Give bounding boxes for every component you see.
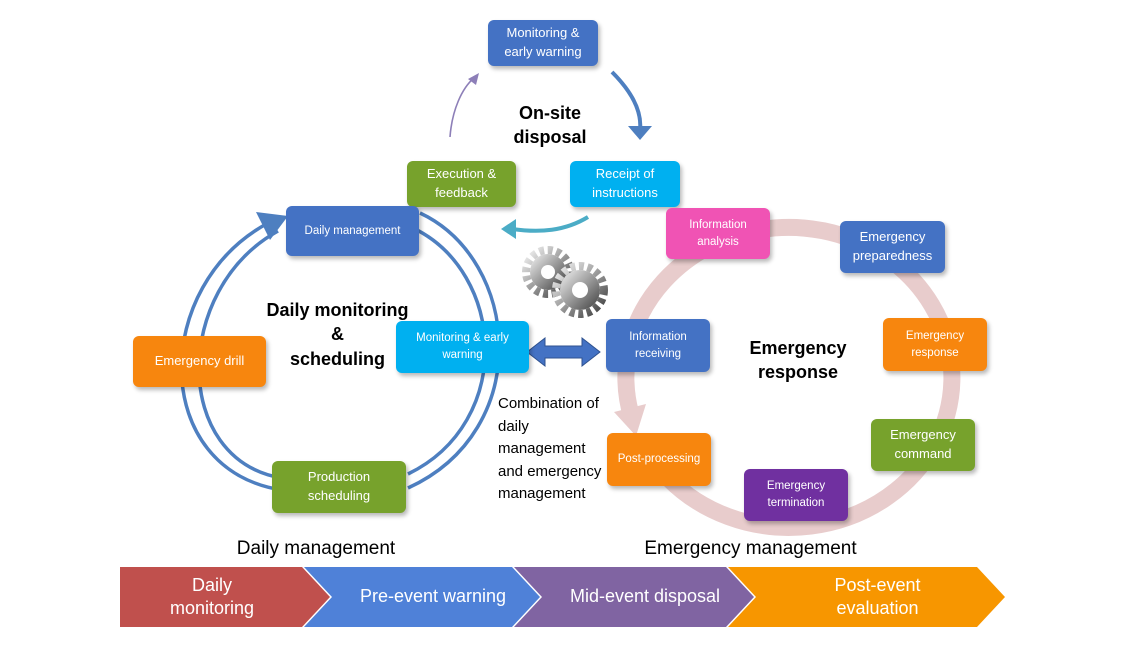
combination-double-arrow xyxy=(526,336,601,368)
onsite-arrowhead-execution xyxy=(501,219,516,239)
emergency-command-label: Emergency command xyxy=(890,427,956,461)
emergency-termination-box: Emergency termination xyxy=(744,469,848,521)
onsite-receipt-box: Receipt of instructions xyxy=(570,161,680,207)
timeline-step-pre-event-warning: Pre-event warning xyxy=(304,567,540,627)
emergency-termination-label: Emergency termination xyxy=(766,480,826,509)
production-scheduling-box: Production scheduling xyxy=(272,461,406,513)
daily-management-box: Daily management xyxy=(286,206,419,256)
emergency-drill-box: Emergency drill xyxy=(133,336,266,387)
emergency-management-phase-label: Emergency management xyxy=(644,538,857,559)
onsite-monitoring-box: Monitoring & early warning xyxy=(488,20,598,66)
emergency-response-box: Emergency response xyxy=(883,318,987,371)
timeline-step-label: Post-event evaluation xyxy=(834,574,921,618)
post-processing-label: Post-processing xyxy=(617,453,701,466)
timeline-step-label: Daily monitoring xyxy=(169,574,255,618)
gears-icon xyxy=(522,246,608,318)
timeline-step-daily-monitoring: Daily monitoring xyxy=(120,567,330,627)
onsite-arrow-to-receipt xyxy=(610,70,643,131)
production-scheduling-label: Production scheduling xyxy=(307,469,371,503)
information-analysis-box: Information analysis xyxy=(666,208,770,259)
onsite-arrowhead-monitoring xyxy=(468,73,479,85)
emergency-cycle-arrowhead xyxy=(614,404,646,436)
daily-management-phase-label: Daily management xyxy=(236,538,396,559)
information-receiving-box: Information receiving xyxy=(606,319,710,372)
onsite-title: On-site disposal xyxy=(513,103,587,148)
emergency-preparedness-label: Emergency preparedness xyxy=(852,229,933,263)
combination-text: Combination of daily management and emer… xyxy=(498,395,602,502)
onsite-arrow-to-monitoring xyxy=(449,77,475,138)
daily-monitoring-box: Monitoring & early warning xyxy=(396,321,529,373)
onsite-monitoring-label: Monitoring & early warning xyxy=(504,25,582,59)
timeline-step-mid-event-disposal: Mid-event disposal xyxy=(514,567,754,627)
emergency-cycle-ring xyxy=(617,218,961,536)
onsite-execution-label: Execution & feedback xyxy=(426,166,497,200)
emergency-preparedness-box: Emergency preparedness xyxy=(840,221,945,273)
post-processing-box: Post-processing xyxy=(607,433,711,486)
information-receiving-label: Information receiving xyxy=(629,330,687,360)
emergency-drill-label: Emergency drill xyxy=(154,353,245,369)
timeline-step-post-event-evaluation: Post-event evaluation xyxy=(728,567,1005,627)
onsite-arrowhead-receipt xyxy=(628,126,652,140)
emergency-command-box: Emergency command xyxy=(871,419,975,471)
emergency-response-label: Emergency response xyxy=(905,329,965,359)
emergency-cycle-title: Emergency response xyxy=(749,338,847,383)
daily-cycle-title: Daily monitoring & scheduling xyxy=(266,300,409,369)
information-analysis-label: Information analysis xyxy=(689,218,747,248)
daily-management-label: Daily management xyxy=(304,224,401,237)
timeline-step-label: Mid-event disposal xyxy=(569,586,721,607)
onsite-arrow-to-execution xyxy=(511,215,590,233)
daily-monitoring-label: Monitoring & early warning xyxy=(416,332,509,361)
daily-cycle-arrowhead xyxy=(256,212,288,240)
onsite-execution-box: Execution & feedback xyxy=(407,161,516,207)
onsite-receipt-label: Receipt of instructions xyxy=(592,166,658,200)
timeline-step-label: Pre-event warning xyxy=(359,586,507,607)
